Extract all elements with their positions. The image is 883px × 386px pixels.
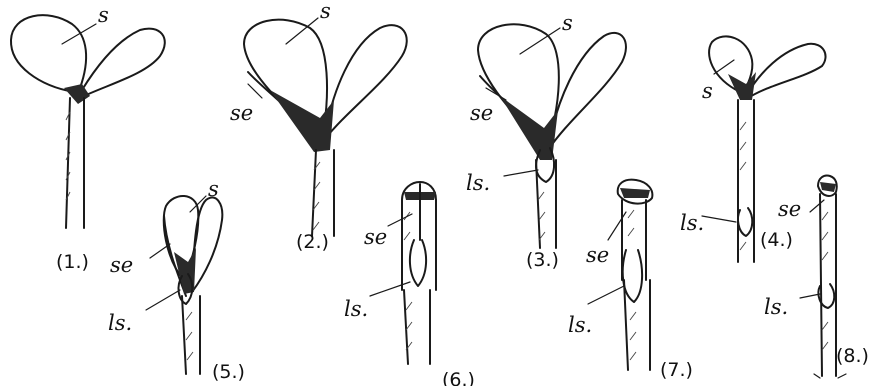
label-s-5: s	[208, 177, 219, 201]
node-shading	[270, 90, 334, 152]
label-se-2: se	[230, 101, 253, 125]
label-se-3: se	[470, 101, 493, 125]
stem	[182, 296, 200, 374]
label-s-2: s	[320, 0, 331, 23]
label-s-3: s	[562, 11, 573, 35]
seedling-5	[164, 196, 223, 374]
stem	[738, 100, 754, 262]
label-ls-4: ls.	[680, 211, 704, 235]
label-se-6: se	[364, 225, 387, 249]
stem	[66, 98, 84, 228]
label-s-1: s	[98, 3, 109, 27]
label-ls-7: ls.	[568, 313, 592, 337]
cotyledon-right	[82, 29, 165, 96]
label-ls-3: ls.	[466, 171, 490, 195]
label-s-4: s	[702, 79, 713, 103]
seedling-6	[402, 182, 436, 364]
cotyledon-right	[324, 25, 407, 140]
cotyledon-left	[11, 15, 86, 92]
seedling-2	[244, 20, 407, 236]
figure-number-5: (5.)	[212, 361, 245, 383]
figure-number-2: (2.)	[296, 231, 329, 253]
figure-number-8: (8.)	[836, 345, 869, 367]
figure-number-4: (4.)	[760, 229, 793, 251]
seedling-1	[11, 15, 165, 228]
figure-number-7: (7.)	[660, 359, 693, 381]
node-shading	[64, 84, 90, 104]
figure-number-6: (6.)	[442, 369, 475, 386]
seedling-7	[618, 180, 653, 370]
cotyledon-right	[746, 44, 826, 98]
label-se-8: se	[778, 197, 801, 221]
stem	[820, 194, 836, 376]
label-se-5: se	[110, 253, 133, 277]
node-shading	[500, 96, 558, 160]
label-ls-6: ls.	[344, 297, 368, 321]
leaf-sheath	[738, 208, 752, 236]
label-ls-8: ls.	[764, 295, 788, 319]
label-ls-5: ls.	[108, 311, 132, 335]
stem	[312, 150, 334, 236]
label-se-7: se	[586, 243, 609, 267]
figure-number-1: (1.)	[56, 251, 89, 273]
seedling-3	[478, 24, 626, 248]
node-shading	[728, 72, 756, 100]
figure-number-3: (3.)	[526, 249, 559, 271]
cotyledon-right	[548, 33, 626, 150]
cotyledon-right	[192, 197, 222, 292]
leaf-sheath	[410, 240, 426, 286]
